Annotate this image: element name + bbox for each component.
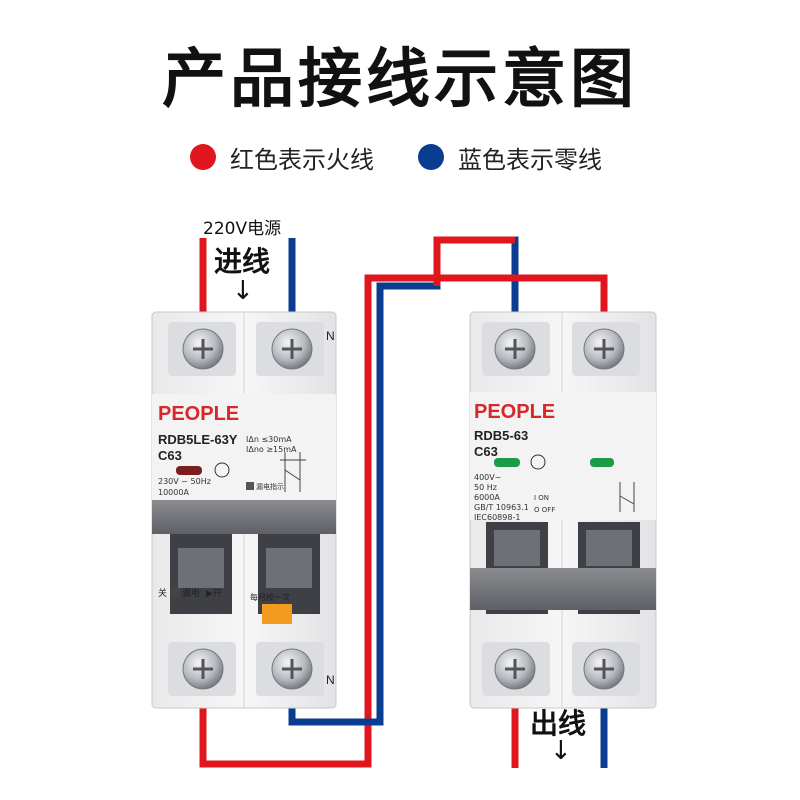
right-capacity: 6000A	[474, 493, 500, 502]
terminal-n-bottom: N	[326, 673, 335, 687]
left-model: RDB5LE-63Y	[158, 432, 238, 447]
outlet-arrow-icon: ↓	[550, 736, 572, 766]
source-label: 220V电源	[203, 219, 282, 239]
right-indicator-2	[590, 458, 614, 467]
wire-red-top-loop	[433, 236, 515, 286]
left-spec2: IΔno ≥15mA	[246, 445, 297, 454]
outlet-label: 出线	[530, 707, 587, 740]
right-toggle-1[interactable]	[494, 530, 540, 566]
right-handle-bar[interactable]	[470, 568, 656, 610]
right-model: RDB5-63	[474, 428, 528, 443]
left-test-label: 每月按一次	[250, 592, 290, 602]
ccc-mark-icon	[214, 462, 230, 478]
left-brand: PEOPLE	[158, 403, 239, 425]
left-breaker: N PEOPLE RDB5LE-63Y C63 IΔn ≤30mA IΔno ≥…	[151, 311, 337, 709]
circuit-symbol-icon	[280, 452, 306, 492]
left-switch-leak: 漏电	[182, 587, 200, 599]
ccc-mark-icon	[530, 454, 546, 470]
left-switch-on: ▶开	[206, 588, 222, 599]
right-toggle-2[interactable]	[586, 530, 632, 566]
legend-blue-label: 蓝色表示零线	[458, 145, 602, 174]
right-on: I ON	[534, 494, 549, 502]
legend-blue: 蓝色表示零线	[418, 140, 602, 174]
left-voltage: 230V ~ 50Hz	[158, 477, 211, 486]
right-freq: 50 Hz	[474, 483, 497, 492]
left-toggle-2[interactable]	[266, 548, 312, 588]
terminal-n-top: N	[326, 329, 335, 343]
red-dot-icon	[190, 144, 216, 170]
wire-live-bridge-top	[364, 274, 608, 500]
left-switch-off: 关	[158, 587, 167, 599]
left-toggle-1[interactable]	[178, 548, 224, 588]
right-voltage: 400V~	[474, 473, 501, 482]
right-off: O OFF	[534, 506, 555, 514]
left-handle-bar[interactable]	[152, 500, 336, 534]
right-indicator-1	[494, 458, 520, 467]
right-std1: GB/T 10963.1	[474, 503, 529, 512]
right-brand: PEOPLE	[474, 401, 555, 423]
blue-dot-icon	[418, 144, 444, 170]
test-button[interactable]	[262, 604, 292, 624]
left-trip-indicator	[176, 466, 202, 475]
inlet-label: 进线	[214, 245, 271, 278]
right-rating: C63	[474, 444, 498, 459]
page-title: 产品接线示意图	[162, 43, 638, 117]
right-std2: IEC60898-1	[474, 513, 520, 522]
circuit-symbol-icon	[619, 482, 635, 512]
legend-red: 红色表示火线	[190, 140, 374, 174]
inlet-arrow-icon: ↓	[232, 276, 254, 306]
right-breaker: PEOPLE RDB5-63 C63 400V~ 50 Hz 6000A GB/…	[469, 311, 657, 709]
legend-red-label: 红色表示火线	[230, 145, 374, 174]
left-spec1: IΔn ≤30mA	[246, 435, 292, 444]
left-rating: C63	[158, 448, 182, 463]
left-capacity: 10000A	[158, 488, 189, 497]
left-leak-indicator: 漏电指示	[256, 482, 284, 491]
